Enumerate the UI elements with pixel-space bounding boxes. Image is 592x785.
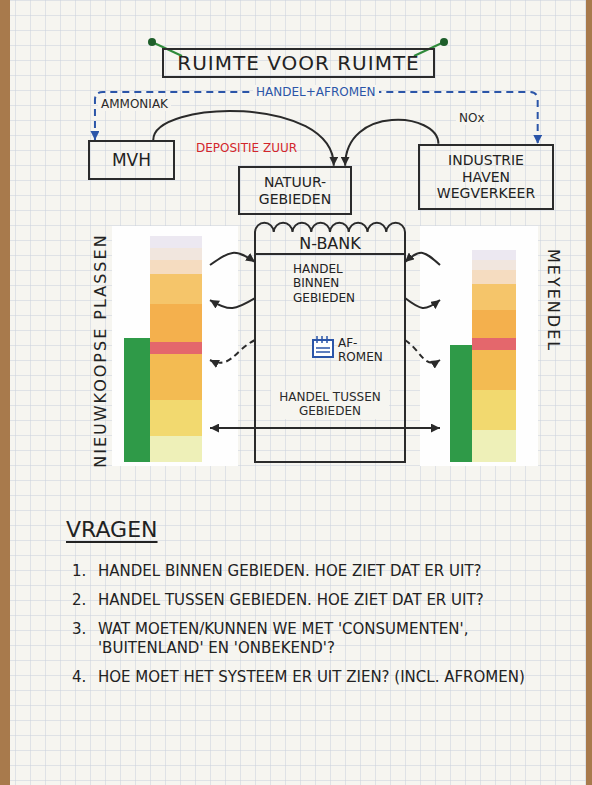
bank-box: N-BANK HANDEL BINNEN GEBIEDEN AF- ROMEN (255, 218, 405, 462)
node-text: AF- ROMEN (338, 336, 396, 365)
paper-sheet (10, 0, 586, 785)
bar-segment (150, 400, 202, 436)
connector (210, 253, 255, 265)
deposition-note: DEPOSITIE ZUUR (196, 141, 297, 156)
bar-segment (472, 260, 516, 270)
node-text: INDUSTRIE HAVEN WEGVERKEER (426, 152, 546, 202)
connector (210, 298, 255, 308)
connector (210, 427, 440, 429)
source-box: INDUSTRIE HAVEN WEGVERKEER (418, 144, 554, 210)
connector (153, 111, 334, 166)
bar-segment (472, 430, 516, 462)
pin-head (148, 38, 156, 46)
connector (95, 92, 538, 144)
bar-segment (472, 350, 516, 390)
bar-segment (150, 248, 202, 260)
title-box: RUIMTE VOOR RUIMTE (162, 48, 435, 78)
notebook-icon-lines (316, 336, 330, 352)
bar-segment (472, 284, 516, 310)
bar-segment (472, 270, 516, 284)
bar-segment (472, 390, 516, 430)
edge-label: HANDEL TUSSEN GEBIEDEN (271, 390, 389, 419)
bar-segment (472, 310, 516, 338)
node-text: MEYENDEL (543, 249, 562, 352)
question-text: HANDEL BINNEN GEBIEDEN. HOE ZIET DAT ER … (98, 562, 568, 581)
question-number: 3. (72, 620, 86, 639)
bar-segment (150, 354, 202, 400)
green-bar (124, 338, 150, 462)
edge-label: AMMONIAK (98, 97, 171, 111)
connector (405, 253, 440, 265)
pasted-chart-sheet (112, 226, 238, 466)
bar-segment (150, 436, 202, 462)
nature-box: NATUUR- GEBIEDEN (238, 166, 352, 216)
node-text: N-BANK (255, 234, 405, 253)
question-number: 2. (72, 591, 86, 610)
pin-head (440, 38, 448, 46)
edge-label: NOx (456, 111, 488, 125)
edge-label: HANDEL+AFROMEN (253, 85, 379, 99)
source-box: MVH (88, 140, 175, 180)
question-number: 1. (72, 562, 86, 581)
question-text: HOE MOET HET SYSTEEM ER UIT ZIEN? (INCL.… (98, 668, 568, 687)
connector (405, 340, 440, 363)
bar-segment (150, 274, 202, 304)
node-text: NIEUWKOOPSE PLASSEN (91, 233, 110, 467)
bar-segment (472, 338, 516, 350)
question-number: 4. (72, 668, 86, 687)
node-text: NATUUR- GEBIEDEN (246, 174, 344, 208)
grid-paper (10, 0, 586, 785)
bar-segment (150, 236, 202, 248)
bar-segment (150, 304, 202, 342)
connector (405, 298, 440, 308)
bank-scalloped-top (255, 223, 405, 232)
green-bar (450, 345, 472, 462)
bar-segment (150, 260, 202, 274)
bank-header-line (255, 253, 405, 255)
area-chart: NIEUWKOOPSE PLASSEN (88, 228, 210, 465)
area-chart: MEYENDEL (440, 228, 568, 465)
node-text: MVH (112, 150, 151, 170)
bar-segment (150, 342, 202, 354)
connector (345, 120, 438, 166)
question-text: WAT MOETEN/KUNNEN WE MET 'CONSUMENTEN', … (98, 620, 568, 658)
connector (210, 340, 255, 363)
question-text: HANDEL TUSSEN GEBIEDEN. HOE ZIET DAT ER … (98, 591, 568, 610)
node-text: HANDEL BINNEN GEBIEDEN (293, 262, 385, 305)
title-text: RUIMTE VOOR RUIMTE (177, 51, 420, 75)
questions-heading: VRAGEN (66, 516, 158, 544)
bar-segment (472, 250, 516, 260)
